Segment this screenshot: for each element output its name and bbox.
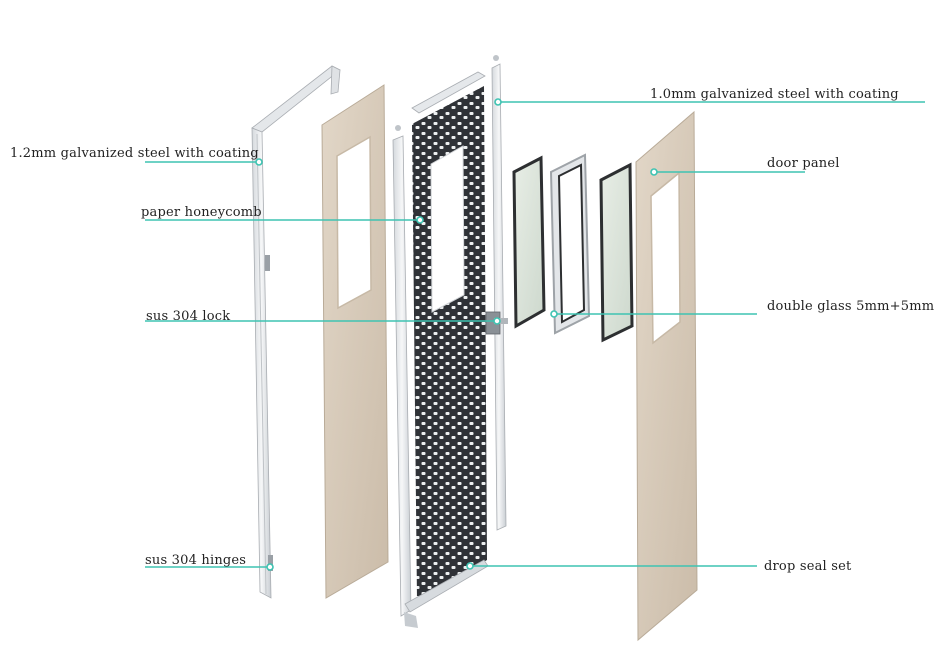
- double-glass-set: [514, 155, 632, 340]
- leader-dot-hinges: [267, 564, 273, 570]
- label-lock: sus 304 lock: [146, 309, 230, 325]
- glass-pane-front: [514, 158, 544, 326]
- label-frame-right: 1.0mm galvanized steel with coating: [650, 87, 899, 103]
- frame-hinge-top: [265, 255, 270, 271]
- right-steel-stile: [492, 55, 506, 530]
- leader-dot-door-panel: [651, 169, 657, 175]
- leader-dot-honeycomb: [417, 217, 423, 223]
- label-drop-seal: drop seal set: [764, 559, 851, 575]
- right-door-panel: [636, 112, 697, 640]
- label-honeycomb: paper honeycomb: [141, 205, 262, 221]
- honeycomb-core-assembly: [393, 72, 488, 628]
- label-glass: double glass 5mm+5mm: [767, 299, 934, 315]
- left-door-panel: [322, 85, 388, 598]
- label-door-panel: door panel: [767, 156, 840, 172]
- leader-dot-glass: [551, 311, 557, 317]
- leader-dot-drop-seal: [467, 563, 473, 569]
- leader-dot-lock: [494, 318, 500, 324]
- label-hinges: sus 304 hinges: [145, 553, 246, 569]
- label-frame-left: 1.2mm galvanized steel with coating: [10, 146, 259, 162]
- leader-dot-frame-right: [495, 99, 501, 105]
